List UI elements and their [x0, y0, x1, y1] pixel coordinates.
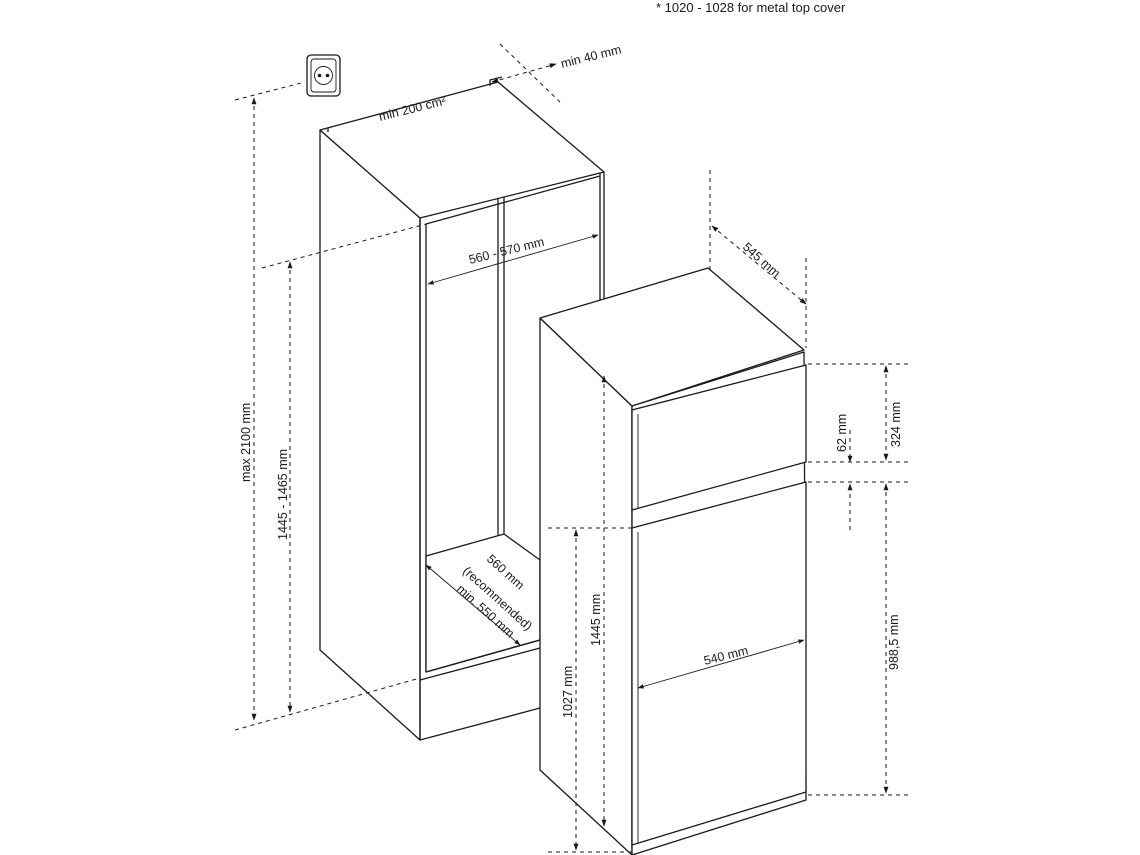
dim-lower-section-height: 1027 mm: [548, 527, 632, 853]
dim-upper-door-height-label: 324 mm: [889, 402, 903, 447]
upper-door: [631, 364, 807, 511]
dim-niche-height: 1445 - 1465 mm: [261, 223, 427, 713]
dim-max-height: max 2100 mm: [234, 81, 421, 731]
dim-lower-door-height: 988,5 mm: [883, 483, 901, 794]
metal-top-cover-note: * 1020 - 1028 for metal top cover: [656, 0, 846, 15]
dim-upper-door-height: 324 mm: [883, 365, 903, 461]
dim-upper-door-offset-label: 62 mm: [835, 414, 849, 452]
dim-niche-width-label: 560 - 570 mm: [467, 235, 545, 267]
dim-lower-door-height-label: 988,5 mm: [887, 614, 901, 670]
dim-max-height-label: max 2100 mm: [239, 403, 253, 482]
fridge-appliance: [539, 267, 807, 855]
dim-niche-width: 560 - 570 mm: [427, 234, 599, 285]
dim-upper-door-offset: 62 mm: [835, 414, 853, 530]
dim-appliance-depth-label: 545 mm: [740, 240, 783, 281]
dim-lower-section-height-label: 1027 mm: [561, 666, 575, 718]
dim-body-height: 1445 mm: [589, 375, 607, 827]
dim-rear-gap-label: min 40 mm: [559, 42, 622, 71]
power-socket-icon: [306, 54, 341, 97]
dim-body-height-label: 1445 mm: [589, 594, 603, 646]
dim-niche-height-label: 1445 - 1465 mm: [276, 449, 290, 540]
